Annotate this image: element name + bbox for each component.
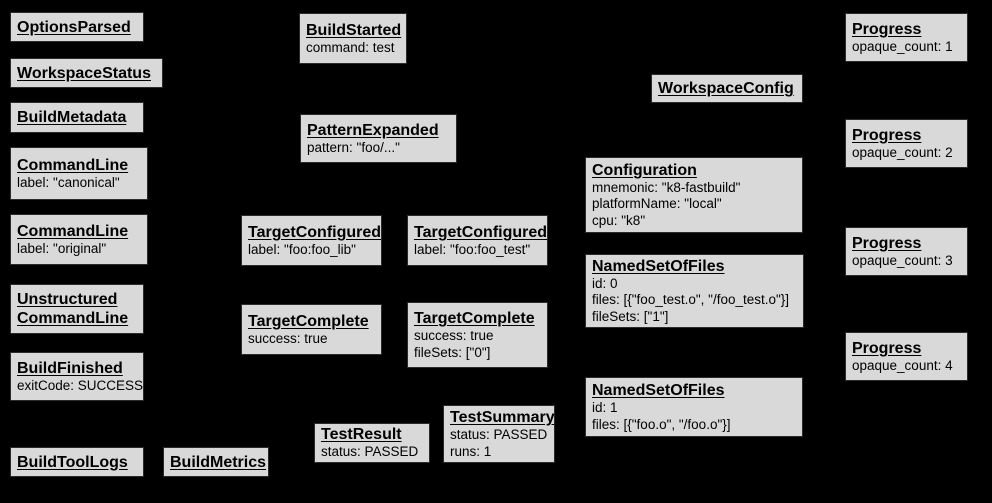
node-named-set-of-files-1: NamedSetOfFiles id: 1 files: [{"foo.o", … — [585, 377, 803, 437]
node-title: Progress — [852, 20, 922, 38]
node-workspace-status: WorkspaceStatus — [10, 58, 163, 88]
node-attr: command: test — [306, 39, 395, 55]
node-attr: pattern: "foo/..." — [307, 139, 400, 155]
node-title: CommandLine — [17, 156, 129, 174]
node-attr: files: [{"foo_test.o", "/foo_test.o"}] — [592, 292, 790, 308]
node-attr: success: true — [414, 328, 494, 343]
node-build-metadata: BuildMetadata — [10, 102, 144, 133]
node-attr: opaque_count: 3 — [852, 252, 953, 268]
node-test-summary: TestSummary status: PASSED runs: 1 — [443, 405, 555, 463]
node-title: Unstructured — [17, 291, 118, 308]
node-title: OptionsParsed — [17, 18, 131, 36]
node-attr: cpu: "k8" — [592, 212, 646, 228]
node-title: TestSummary — [450, 409, 555, 426]
node-attr: success: true — [248, 330, 328, 346]
node-target-configured-foo-test: TargetConfigured label: "foo:foo_test" — [407, 215, 548, 266]
node-title: Progress — [852, 339, 922, 357]
node-progress-1: Progress opaque_count: 1 — [845, 13, 968, 62]
node-title: BuildMetrics — [170, 453, 267, 471]
node-unstructured-command-line: Unstructured CommandLine — [10, 284, 144, 334]
node-title: CommandLine — [17, 222, 129, 240]
node-build-finished: BuildFinished exitCode: SUCCESS — [10, 352, 144, 401]
node-attr: label: "foo:foo_test" — [414, 241, 531, 257]
node-command-line-original: CommandLine label: "original" — [10, 214, 148, 265]
node-attr: id: 0 — [592, 275, 618, 291]
node-attr: label: "original" — [17, 240, 107, 256]
node-attr: platformName: "local" — [592, 196, 722, 212]
node-named-set-of-files-0: NamedSetOfFiles id: 0 files: [{"foo_test… — [585, 254, 804, 328]
node-title: TargetComplete — [414, 310, 535, 327]
node-title: NamedSetOfFiles — [592, 382, 725, 399]
node-build-tool-logs: BuildToolLogs — [10, 447, 144, 477]
node-title: WorkspaceStatus — [17, 64, 151, 82]
node-title: WorkspaceConfig — [658, 80, 794, 97]
node-title: Progress — [852, 234, 922, 252]
node-title: BuildFinished — [17, 359, 123, 377]
node-title: TargetComplete — [248, 312, 369, 330]
node-target-complete-foo-test: TargetComplete success: true fileSets: [… — [407, 302, 548, 368]
node-attr: fileSets: ["0"] — [414, 344, 491, 360]
node-title: PatternExpanded — [307, 121, 439, 139]
node-attr: status: PASSED — [321, 444, 419, 460]
node-workspace-config: WorkspaceConfig — [651, 74, 803, 103]
node-build-metrics: BuildMetrics — [163, 447, 269, 477]
node-configuration: Configuration mnemonic: "k8-fastbuild" p… — [585, 157, 803, 233]
node-attr: opaque_count: 1 — [852, 38, 953, 54]
node-title-line2: CommandLine — [17, 310, 129, 327]
node-options-parsed: OptionsParsed — [10, 12, 144, 42]
node-title: BuildToolLogs — [17, 453, 128, 471]
node-target-configured-foo-lib: TargetConfigured label: "foo:foo_lib" — [241, 215, 382, 266]
node-progress-4: Progress opaque_count: 4 — [845, 332, 968, 381]
node-pattern-expanded: PatternExpanded pattern: "foo/..." — [300, 114, 457, 163]
node-attr: fileSets: ["1"] — [592, 308, 669, 324]
node-attr: label: "canonical" — [17, 174, 120, 190]
node-command-line-canonical: CommandLine label: "canonical" — [10, 147, 148, 200]
node-test-result: TestResult status: PASSED — [314, 423, 430, 463]
node-attr: opaque_count: 2 — [852, 144, 953, 160]
node-build-started: BuildStarted command: test — [299, 13, 407, 64]
node-title: TargetConfigured — [414, 223, 548, 241]
node-attr: files: [{"foo.o", "/foo.o"}] — [592, 416, 731, 432]
node-attr: status: PASSED — [450, 427, 548, 442]
node-attr: opaque_count: 4 — [852, 357, 953, 373]
node-title: BuildMetadata — [17, 109, 127, 126]
node-target-complete-foo-lib: TargetComplete success: true — [241, 304, 382, 355]
node-progress-3: Progress opaque_count: 3 — [845, 227, 968, 276]
node-title: TestResult — [321, 426, 402, 444]
node-attr: id: 1 — [592, 400, 618, 415]
node-title: TargetConfigured — [248, 223, 382, 241]
node-title: NamedSetOfFiles — [592, 257, 725, 275]
node-attr: exitCode: SUCCESS — [17, 377, 144, 393]
node-attr: runs: 1 — [450, 443, 492, 459]
node-title: BuildStarted — [306, 21, 402, 39]
node-title: Configuration — [592, 161, 697, 179]
node-progress-2: Progress opaque_count: 2 — [845, 119, 968, 168]
node-attr: mnemonic: "k8-fastbuild" — [592, 179, 741, 195]
node-attr: label: "foo:foo_lib" — [248, 241, 356, 257]
node-title: Progress — [852, 126, 922, 144]
